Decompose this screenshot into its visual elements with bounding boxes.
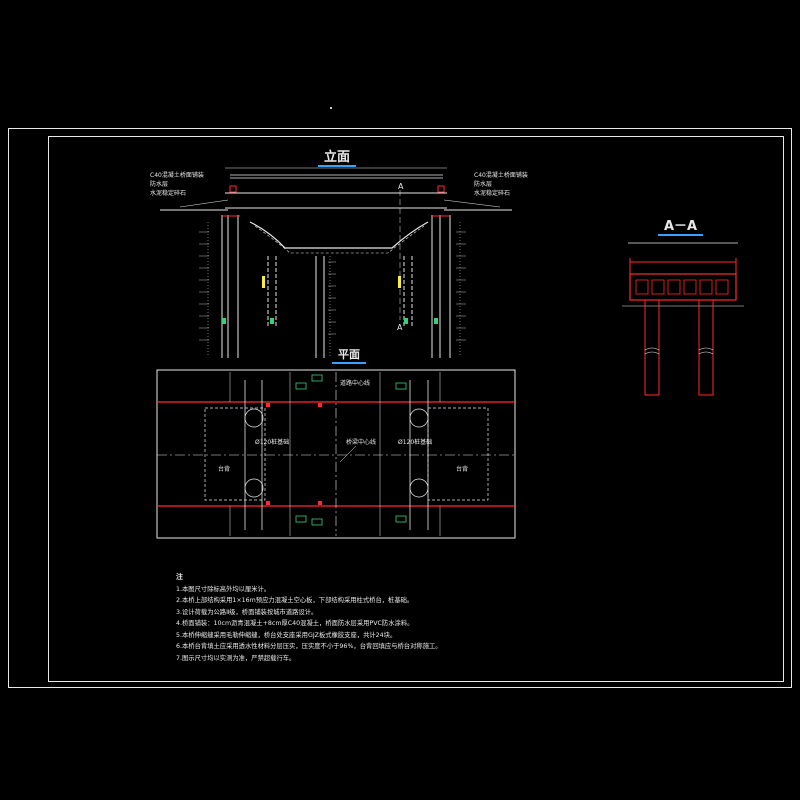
note-item-7: 7.图示尺寸均以实测为准，严禁超载行车。 [176, 654, 296, 662]
elevation-view [160, 167, 512, 358]
abutment-right-label: 台背 [456, 466, 469, 473]
notes-block: 注 1.本图尺寸除标高外均以厘米计。 2.本桥上部结构采用1×16m预应力混凝土… [176, 572, 442, 664]
note-item-6: 6.本桥台背填土应采用透水性材料分层压实，压实度不小于96%，台背回填应与桥台对… [176, 643, 442, 650]
railing [230, 174, 443, 179]
section-mark-bottom: A [397, 323, 403, 332]
section-title: A－A [657, 215, 704, 236]
elevation-right-label-2: 防水层 [474, 181, 493, 188]
plan-view [156, 369, 516, 539]
elevation-left-label-1: C40混凝土桥面铺装 [150, 172, 204, 179]
pile-left-label: Ø120桩基础 [255, 439, 290, 446]
road-centerline-label: 道路中心线 [340, 380, 371, 387]
note-item-2: 2.本桥上部结构采用1×16m预应力混凝土空心板，下部结构采用柱式桥台，桩基础。 [176, 597, 414, 604]
pile-right-label: Ø120桩基础 [398, 439, 433, 446]
note-item-1: 1.本图尺寸除标高外均以厘米计。 [176, 585, 271, 593]
drawing-origin-mark [330, 107, 332, 109]
abutment-left-label: 台背 [218, 466, 231, 473]
elevation-left-label-2: 防水层 [150, 181, 169, 188]
drawing-border-outer [8, 128, 792, 688]
note-item-3: 3.设计荷载为公路Ⅱ级，桥面铺装按城市道路设计。 [176, 608, 318, 616]
drawing-border-inner [48, 136, 784, 682]
notes-heading: 注 [176, 573, 183, 581]
note-item-5: 5.本桥伸缩缝采用毛勒伸缩缝，桥台处支座采用GJZ板式橡胶支座，共计24块。 [176, 631, 397, 639]
elevation-left-label-3: 水泥稳定碎石 [150, 190, 187, 197]
plan-title: 平面 [332, 348, 366, 364]
note-item-4: 4.桥面铺装：10cm沥青混凝土+8cm厚C40混凝土，桥面防水层采用PVC防水… [176, 620, 414, 627]
elevation-title: 立面 [317, 146, 357, 167]
section-view [622, 242, 744, 396]
section-mark-top: A [398, 182, 404, 191]
elevation-right-label-3: 水泥稳定碎石 [474, 190, 511, 197]
elevation-right-label-1: C40混凝土桥面铺装 [474, 172, 528, 179]
bridge-centerline-label: 桥梁中心线 [346, 439, 377, 446]
